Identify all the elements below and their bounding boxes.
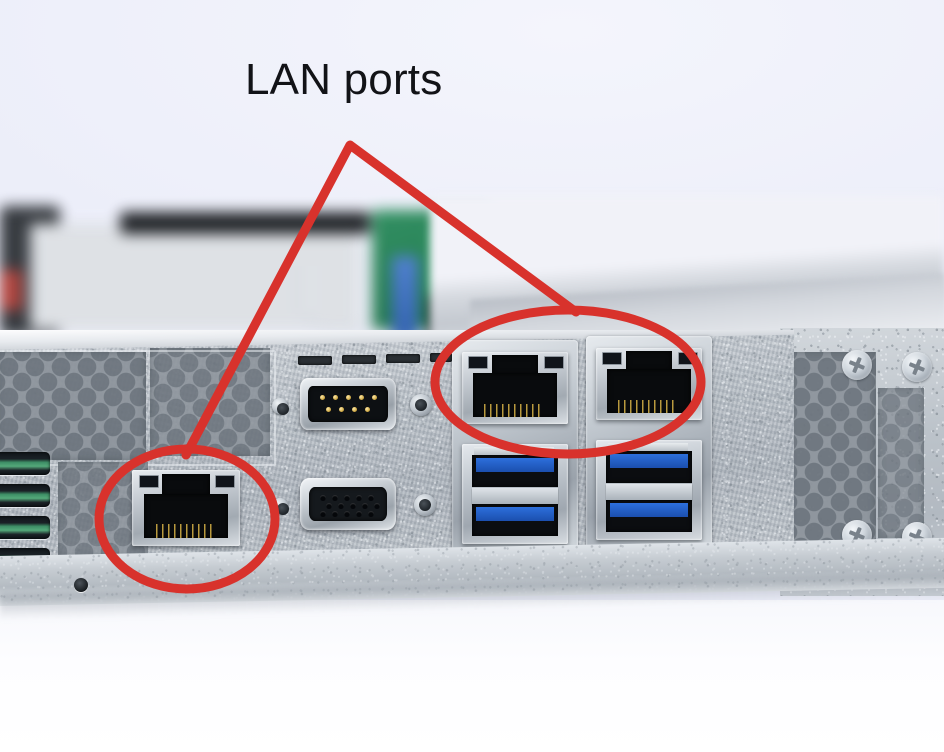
rj45-tab-slot bbox=[492, 355, 538, 375]
heatsink-shroud bbox=[120, 212, 370, 234]
lan-port-2[interactable] bbox=[462, 352, 568, 424]
usb-divider bbox=[472, 488, 558, 504]
photo-surface bbox=[0, 600, 944, 752]
vga-standoff-left bbox=[272, 498, 289, 515]
lan-port-1[interactable] bbox=[132, 470, 240, 546]
rj45-led-left bbox=[468, 356, 488, 369]
annotation-label: LAN ports bbox=[245, 55, 443, 104]
lan-port-3[interactable] bbox=[596, 348, 702, 420]
rj45-tab-slot bbox=[162, 474, 210, 496]
top-slot-2 bbox=[342, 355, 376, 364]
red-cable bbox=[0, 270, 22, 310]
top-slot-3 bbox=[386, 354, 420, 363]
usb-blue-tongue-lower bbox=[476, 507, 554, 521]
db9-cavity bbox=[308, 386, 388, 422]
serial-standoff-left bbox=[272, 398, 289, 415]
honeycomb-vent-left bbox=[0, 352, 146, 460]
honeycomb-vent-left-2 bbox=[150, 348, 270, 456]
usb-port-stack-left[interactable] bbox=[462, 444, 568, 544]
white-wire bbox=[300, 266, 366, 332]
top-slot-1 bbox=[298, 356, 332, 365]
top-slot-4 bbox=[430, 353, 452, 362]
rj45-led-right bbox=[215, 475, 235, 488]
rj45-contacts bbox=[618, 400, 678, 413]
vga-port[interactable] bbox=[300, 478, 396, 530]
screw-top-left bbox=[842, 350, 872, 380]
usb-top-lip bbox=[474, 447, 554, 455]
usb-top-lip bbox=[608, 443, 688, 451]
rj45-led-right bbox=[678, 352, 698, 365]
rj45-led-left bbox=[139, 475, 159, 488]
rj45-contacts bbox=[484, 404, 544, 417]
serial-standoff bbox=[410, 394, 432, 416]
rj45-led-right bbox=[544, 356, 564, 369]
vga-standoff bbox=[414, 494, 436, 516]
vent-hole-bottom bbox=[74, 578, 88, 592]
rj45-led-left bbox=[602, 352, 622, 365]
usb-blue-tongue-upper bbox=[476, 458, 554, 472]
rj45-tab-slot bbox=[626, 351, 672, 371]
usb-divider bbox=[606, 484, 692, 500]
rj45-contacts bbox=[156, 524, 216, 538]
pcb-slot-3 bbox=[0, 516, 50, 539]
usb-port-stack-right[interactable] bbox=[596, 440, 702, 540]
pcb-slot-1 bbox=[0, 452, 50, 475]
usb-blue-tongue-lower bbox=[610, 503, 688, 517]
honeycomb-vent-right-2 bbox=[878, 388, 924, 538]
screw-top-right bbox=[902, 352, 932, 382]
pcb-slot-2 bbox=[0, 484, 50, 507]
serial-port[interactable] bbox=[300, 378, 396, 430]
usb-blue-tongue-upper bbox=[610, 454, 688, 468]
